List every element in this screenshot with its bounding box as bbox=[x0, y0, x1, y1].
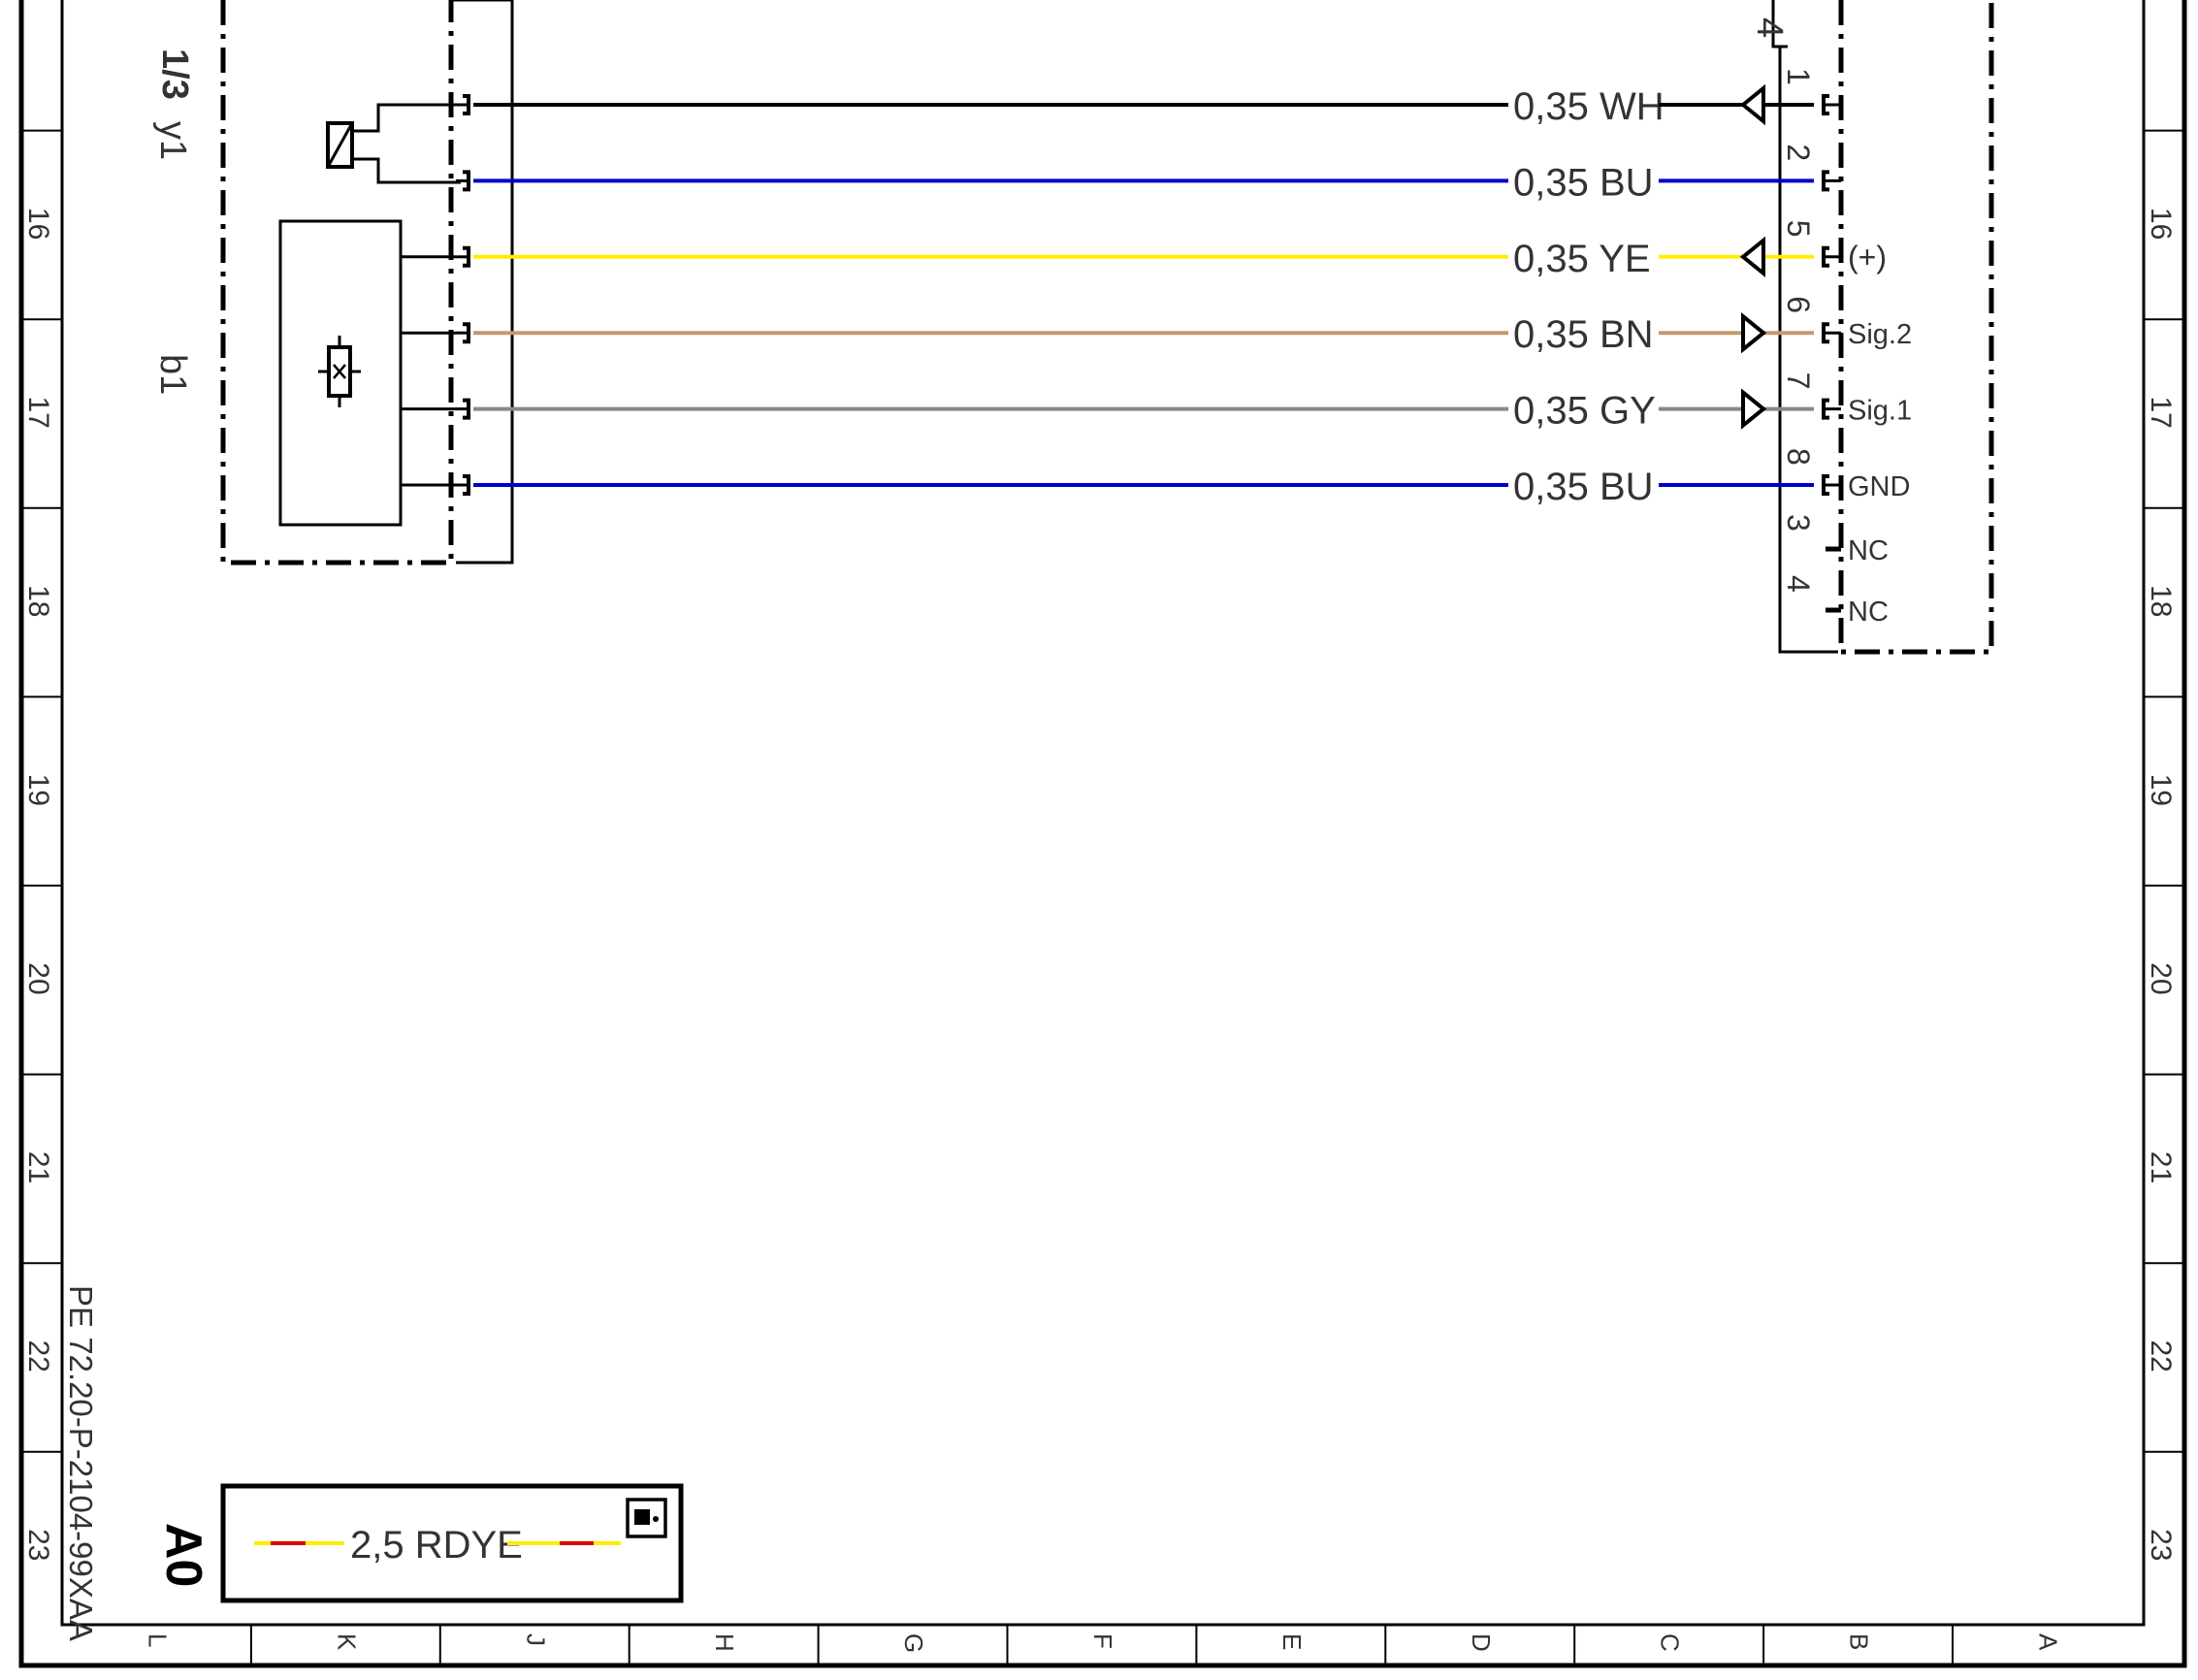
pin-number: 2 bbox=[1781, 144, 1816, 161]
ruler-row-label: 19 bbox=[22, 774, 54, 806]
wire-label: 0,35 BU bbox=[1513, 466, 1654, 508]
sheet-size: A0 bbox=[155, 1523, 211, 1587]
wire-label: 0,35 WH bbox=[1513, 85, 1665, 128]
ruler-row-label: 20 bbox=[2145, 962, 2177, 994]
ruler-col-label: C bbox=[1656, 1633, 1685, 1652]
ruler-row-label: 20 bbox=[22, 962, 54, 994]
direction-arrow-icon bbox=[1739, 236, 1765, 277]
ruler-col-label: E bbox=[1277, 1633, 1307, 1650]
col-ticks bbox=[249, 1625, 1954, 1665]
ruler-col-label: K bbox=[332, 1633, 361, 1651]
sensor-icon bbox=[278, 219, 403, 527]
unused-pin: 4NC bbox=[1781, 575, 1889, 628]
sensor-label: b1 bbox=[152, 354, 193, 395]
direction-arrow-icon bbox=[1741, 312, 1767, 354]
pin-terminal bbox=[463, 474, 470, 496]
left-partial-label: 1/3 bbox=[154, 48, 195, 100]
wire-label: 0,35 GY bbox=[1513, 390, 1656, 433]
ruler-col-label: D bbox=[1467, 1633, 1496, 1652]
ruler-col-label: B bbox=[1845, 1633, 1874, 1650]
wire-label: 0,35 BN bbox=[1513, 313, 1654, 356]
ruler-row-label: 23 bbox=[22, 1529, 54, 1561]
pin-terminal bbox=[463, 94, 470, 115]
ruler-col-label: G bbox=[899, 1633, 928, 1653]
signal-label: GND bbox=[1848, 471, 1910, 502]
pin-number: 7 bbox=[1781, 372, 1816, 390]
inner-frame bbox=[60, 0, 2146, 1627]
valve-label: y1 bbox=[152, 121, 193, 160]
ruler-col-label: H bbox=[710, 1633, 739, 1652]
connector-partial-label: 4 bbox=[1749, 17, 1790, 38]
connector-housing-right bbox=[1778, 47, 1838, 654]
info-icon[interactable] bbox=[626, 1498, 667, 1538]
ruler-row-label: 17 bbox=[2145, 397, 2177, 429]
ruler-row-label: 22 bbox=[22, 1341, 54, 1373]
pin-terminal bbox=[463, 170, 470, 192]
ruler-row-label: 18 bbox=[22, 585, 54, 617]
document-number: PE 72.20-P-2104-99XAA bbox=[63, 1285, 99, 1641]
wire: 0,35 YE 5 (+) bbox=[401, 220, 1887, 280]
wire-label: 0,35 YE bbox=[1513, 238, 1651, 280]
pin-number: 5 bbox=[1781, 220, 1816, 238]
signal-label: (+) bbox=[1848, 240, 1887, 275]
ruler-row-label: 19 bbox=[2145, 774, 2177, 806]
wire-label: 0,35 BU bbox=[1513, 161, 1654, 204]
ruler-labels: 16 16 17 17 18 18 19 19 20 20 21 21 22 22 23 23L K J H G F E D… bbox=[22, 208, 2177, 1653]
ruler-col-label: L bbox=[143, 1633, 172, 1647]
wires: 0,35 WH 1 0,35 BU 2 0,35 YE 5 (+) 0,35 BN 6Sig.2… bbox=[401, 68, 1912, 628]
signal-label: NC bbox=[1848, 597, 1889, 628]
direction-arrow-icon bbox=[1741, 388, 1767, 430]
right-connector: 4 bbox=[1749, 0, 1994, 655]
pin-terminal bbox=[463, 322, 470, 344]
pin-number: 8 bbox=[1781, 448, 1816, 466]
ruler-row-label: 17 bbox=[22, 397, 54, 429]
ruler-col-label: J bbox=[521, 1633, 550, 1646]
unused-pin: 3NC bbox=[1781, 514, 1889, 566]
ruler-col-label: A bbox=[2033, 1633, 2062, 1651]
legend-wire-label: 2,5 RDYE bbox=[350, 1524, 523, 1567]
outer-frame bbox=[18, 0, 2187, 1668]
legend-box: 2,5 RDYE bbox=[220, 1483, 684, 1603]
ruler-row-label: 16 bbox=[22, 208, 54, 240]
signal-label: Sig.1 bbox=[1848, 396, 1912, 427]
connector-bracket-top bbox=[1771, 0, 1788, 48]
ruler-row-label: 21 bbox=[2145, 1151, 2177, 1183]
pin-number: 4 bbox=[1781, 575, 1816, 593]
signal-label: NC bbox=[1848, 535, 1889, 566]
pin-number: 3 bbox=[1781, 514, 1816, 532]
pin-number: 1 bbox=[1781, 68, 1816, 85]
ruler-row-label: 21 bbox=[22, 1151, 54, 1183]
ruler-row-label: 16 bbox=[2145, 208, 2177, 240]
wire: 0,35 BU 2 bbox=[456, 144, 1841, 204]
wire: 0,35 WH 1 bbox=[456, 68, 1841, 128]
signal-label: Sig.2 bbox=[1848, 319, 1912, 350]
connector-housing-left bbox=[451, 0, 514, 565]
valve-icon bbox=[326, 103, 461, 184]
ruler-row-label: 18 bbox=[2145, 585, 2177, 617]
left-component: 1/3 y1 b1 bbox=[152, 0, 514, 565]
ruler-row-label: 22 bbox=[2145, 1341, 2177, 1373]
ruler-row-label: 23 bbox=[2145, 1529, 2177, 1561]
module-border bbox=[220, 0, 454, 565]
pin-number: 6 bbox=[1781, 296, 1816, 313]
pin-terminal bbox=[463, 398, 470, 420]
pin-terminal bbox=[463, 245, 470, 268]
direction-arrow-icon bbox=[1739, 83, 1765, 126]
connector-module-border bbox=[1838, 0, 1994, 655]
ruler-col-label: F bbox=[1088, 1633, 1117, 1649]
row-ticks bbox=[21, 129, 2184, 1453]
